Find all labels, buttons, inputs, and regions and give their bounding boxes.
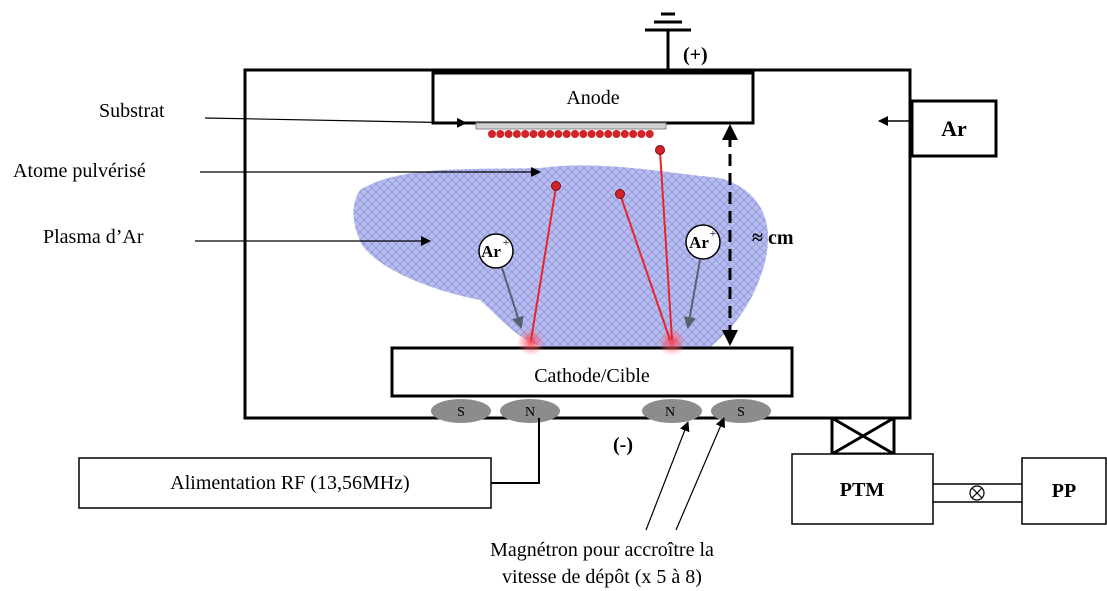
deposited-atom [637,130,646,138]
deposited-atom [629,130,638,138]
magnetron-label-line1: Magnétron pour accroître la [490,539,714,561]
plasma-label: Plasma d’Ar [43,226,144,248]
atome-label: Atome pulvérisé [13,160,146,182]
atom-trajectories [530,150,673,341]
deposited-atom [512,130,521,138]
substrate-plate [475,122,667,130]
deposited-atom [595,130,604,138]
svg-text:+: + [710,226,717,240]
cathode-block [390,346,794,398]
pipe [933,483,1022,503]
deposited-atom [504,130,513,138]
sputtered-atom [655,145,665,155]
deposited-atom [554,130,563,138]
svg-text:+: + [503,235,510,249]
deposited-atom [537,130,546,138]
impact-glow-left [517,328,545,356]
plus-polarity: (+) [683,44,708,66]
deposited-atom [488,130,496,138]
magnet-s-label: S [457,405,465,420]
svg-text:Ar: Ar [481,242,501,261]
ptm-box [791,453,934,525]
rf-wire [491,418,540,484]
magnetron-label-line2: vitesse de dépôt (x 5 à 8) [502,566,702,588]
ptm-label: PTM [840,479,885,501]
deposited-atom [546,130,555,138]
magnets: S N N S [431,399,771,423]
substrat-label: Substrat [99,100,165,122]
anode-label: Anode [566,87,619,109]
deposited-atom [587,130,596,138]
plasma-cloud [353,165,768,367]
deposited-atom [612,130,621,138]
magnetron-pointers [645,417,726,531]
deposited-atom [521,130,530,138]
cathode-label: Cathode/Cible [534,365,650,387]
deposited-atom [620,130,629,138]
magnet-s-label: S [737,405,745,420]
distance-label: ≈ cm [752,227,794,249]
deposited-atom [571,130,579,138]
minus-polarity: (-) [613,434,633,456]
magnet-n-label: N [525,405,535,420]
substrat-arrow [204,117,467,128]
ar-ion-right: Ar + [685,224,721,260]
pp-box [1021,457,1107,525]
magnet-n-label: N [665,405,675,420]
deposited-atom [604,130,613,138]
deposited-atom [562,130,571,138]
deposited-atom [645,130,654,138]
svg-text:Ar: Ar [689,233,709,252]
deposited-atom [579,130,588,138]
ion-arrow-left [501,267,524,329]
sputtered-atom [551,181,561,191]
sputtered-atom [615,189,625,199]
rf-supply-label: Alimentation RF (13,56MHz) [170,472,409,494]
ar-ion-left: Ar + [478,233,514,269]
impact-glow-right [658,328,686,356]
deposited-atoms [488,130,654,138]
ground-symbol [645,12,691,70]
ar-inlet-label: Ar [941,116,967,141]
pp-label: PP [1052,480,1076,502]
valve-icon [830,416,896,456]
deposited-atom [529,130,538,138]
ar-inlet-box [910,99,998,158]
vacuum-chamber [243,68,912,420]
deposited-atom [496,130,505,138]
ion-arrow-right [683,259,701,329]
